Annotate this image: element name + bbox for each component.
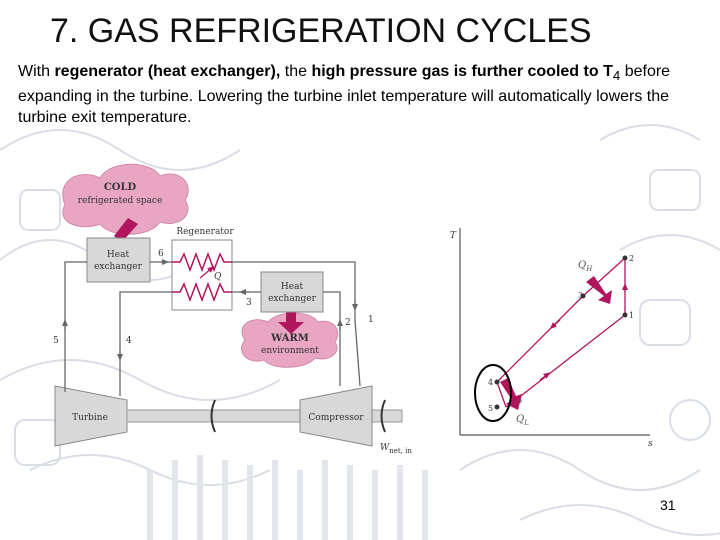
paragraph-bold-regenerator: regenerator (heat exchanger), bbox=[54, 63, 281, 80]
compressor-label: Compressor bbox=[308, 413, 364, 423]
paragraph-text-3: before expanding in the turbine. Lowerin… bbox=[18, 63, 671, 127]
turbine: Turbine bbox=[54, 385, 128, 447]
work-label: Wnet, in bbox=[380, 443, 412, 455]
paragraph-bold-high-pressure: high pressure gas is further cooled to T bbox=[311, 63, 613, 80]
ts-x-axis-label: s bbox=[648, 439, 653, 449]
heat-in-arrow-icon bbox=[114, 218, 138, 242]
warm-environment-cloud: WARM environment bbox=[241, 312, 339, 368]
highlight-ellipse bbox=[474, 364, 512, 422]
ts-direction-arrows bbox=[539, 283, 628, 381]
heat-exchanger-right: Heat exchanger bbox=[260, 271, 324, 313]
flow-arrows bbox=[62, 259, 358, 361]
state-label-4: 4 bbox=[126, 336, 132, 346]
ts-point-5 bbox=[494, 404, 500, 410]
ts-point-2 bbox=[622, 255, 628, 261]
ts-point-1 bbox=[622, 312, 628, 318]
ts-y-axis-label: T bbox=[450, 231, 457, 241]
compressor: Compressor bbox=[299, 385, 373, 447]
shaft bbox=[126, 409, 303, 423]
ts-label-5: 5 bbox=[488, 404, 493, 413]
slide-title: 7. GAS REFRIGERATION CYCLES bbox=[50, 12, 592, 50]
regenerator: Regenerator Q bbox=[171, 227, 234, 311]
environment-label: environment bbox=[261, 346, 319, 356]
ql-label: QL bbox=[516, 414, 529, 427]
state-label-2: 2 bbox=[345, 318, 351, 328]
cold-label: COLD bbox=[104, 182, 137, 193]
shaft-coupling-right bbox=[380, 399, 386, 433]
refrigerated-space-label: refrigerated space bbox=[78, 196, 163, 206]
ts-label-3: 3 bbox=[578, 291, 583, 300]
ts-label-4: 4 bbox=[488, 378, 493, 387]
qh-arrow-icon bbox=[586, 276, 612, 304]
cold-space-cloud: COLD refrigerated space bbox=[62, 163, 189, 235]
hx-right-label-1: Heat bbox=[281, 282, 304, 292]
warm-label: WARM bbox=[270, 333, 309, 344]
hx-left-label-2: exchanger bbox=[94, 262, 142, 272]
ts-point-4 bbox=[494, 379, 500, 385]
state-label-3: 3 bbox=[246, 298, 252, 308]
hx-left-label-1: Heat bbox=[107, 250, 130, 260]
hx-right-label-2: exchanger bbox=[268, 294, 316, 304]
state-label-6: 6 bbox=[158, 249, 164, 259]
shaft-extension bbox=[371, 409, 403, 423]
state-label-1: 1 bbox=[368, 315, 374, 325]
turbine-label: Turbine bbox=[72, 413, 108, 423]
ts-cycle-lines bbox=[496, 257, 626, 408]
ts-state-points bbox=[494, 255, 628, 410]
ts-label-1: 1 bbox=[629, 311, 634, 320]
page-number: 31 bbox=[660, 497, 676, 513]
paragraph-text-2: the bbox=[280, 63, 312, 80]
regenerator-q-label: Q bbox=[214, 272, 222, 282]
ts-axes bbox=[459, 228, 650, 436]
paragraph-text-1: With bbox=[18, 63, 55, 80]
ts-label-2: 2 bbox=[629, 254, 634, 263]
heat-out-arrow-icon bbox=[278, 305, 304, 334]
heat-exchanger-left: Heat exchanger bbox=[86, 237, 151, 283]
piping bbox=[64, 261, 361, 396]
ts-point-3 bbox=[580, 293, 586, 299]
regenerator-label: Regenerator bbox=[176, 227, 234, 237]
state-label-5: 5 bbox=[53, 336, 59, 346]
slide-paragraph: With regenerator (heat exchanger), the h… bbox=[18, 61, 708, 128]
shaft-coupling-left bbox=[210, 399, 216, 433]
qh-label: QH bbox=[578, 260, 593, 273]
paragraph-subscript-4: 4 bbox=[612, 68, 621, 84]
